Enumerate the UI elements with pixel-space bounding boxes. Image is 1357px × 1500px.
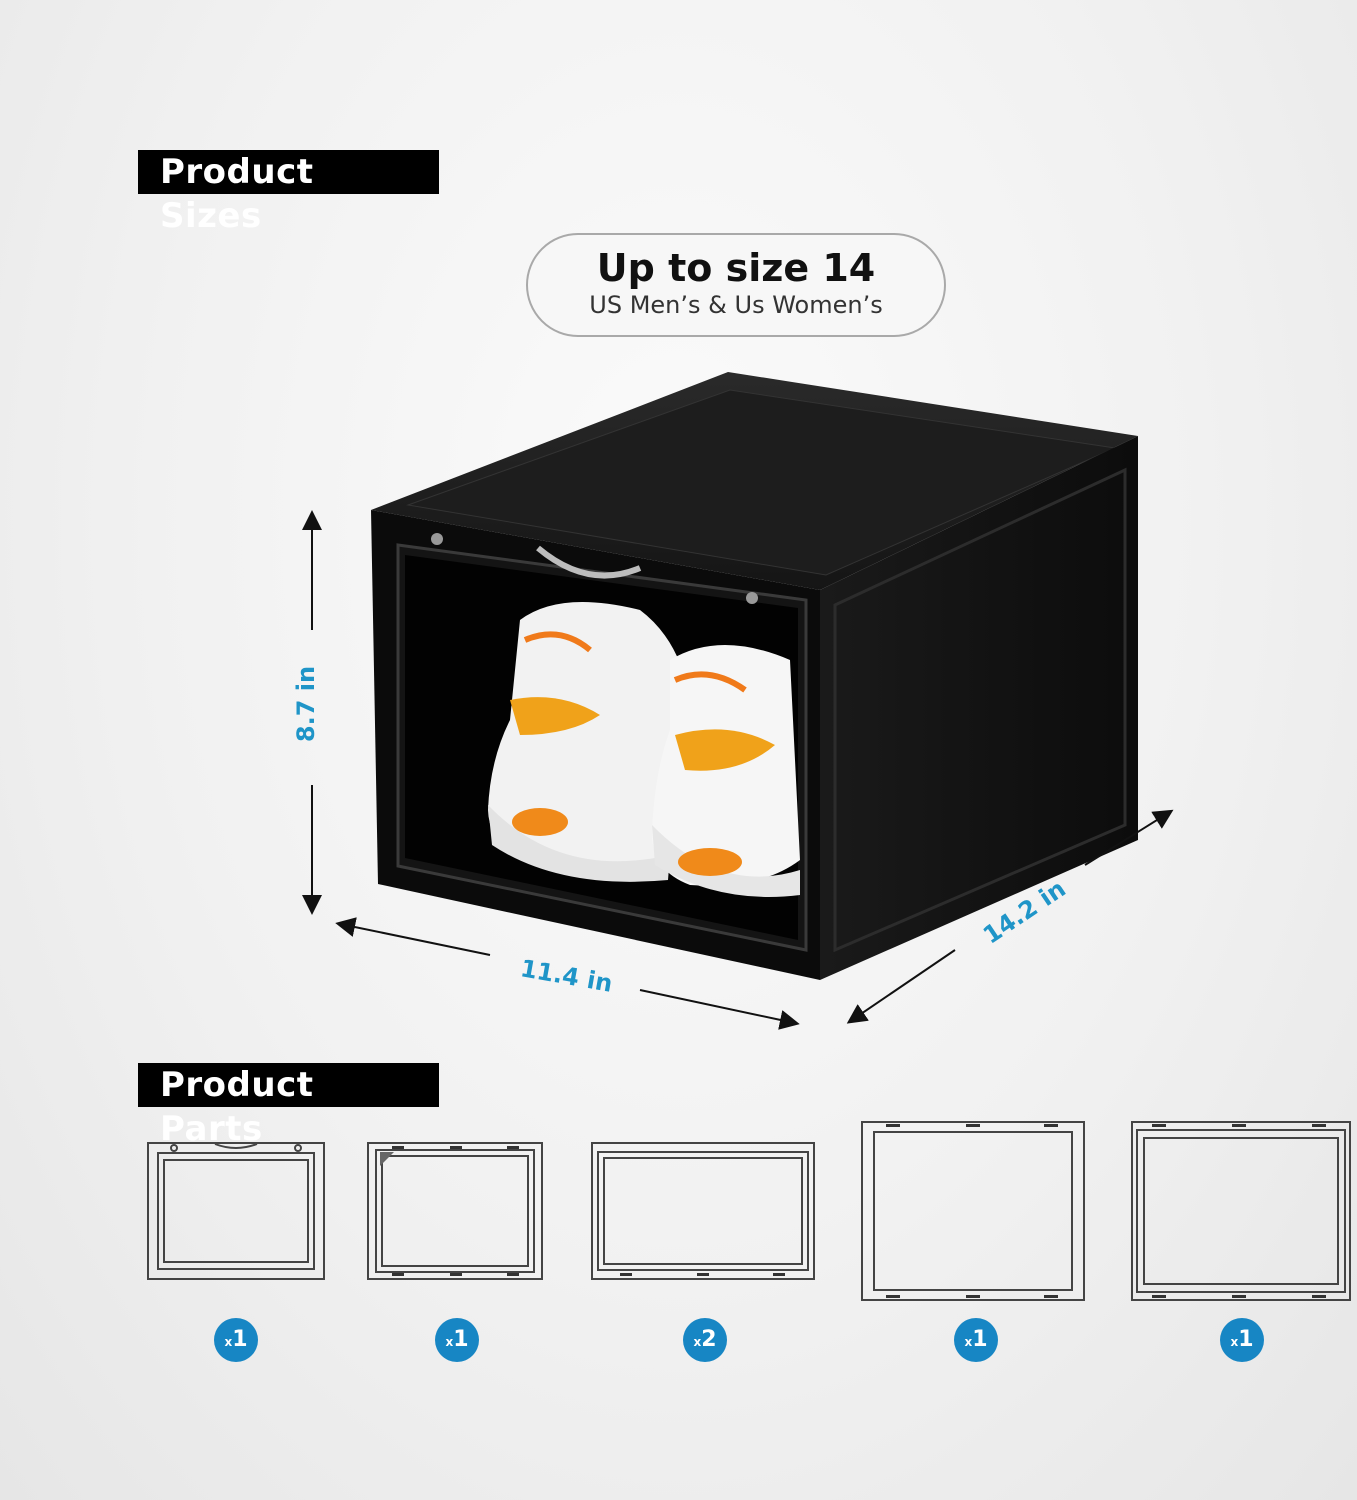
- part-2-quantity-badge: x1: [435, 1318, 479, 1362]
- parts-clips: [392, 1124, 1326, 1298]
- height-label: 8.7 in: [292, 665, 321, 743]
- part-1-quantity-badge: x1: [214, 1318, 258, 1362]
- capacity-headline: Up to size 14: [596, 246, 876, 290]
- depth-arrow-bottom: [846, 949, 956, 1024]
- door-handle: [536, 545, 642, 579]
- product-sizes-heading: Product Sizes: [138, 150, 439, 236]
- width-arrow-left: [335, 917, 491, 956]
- box-side: [820, 436, 1138, 980]
- depth-arrow-top: [1084, 809, 1174, 866]
- capacity-pill: Up to size 14 US Men’s & Us Women’s: [526, 233, 946, 337]
- width-arrow-right: [639, 989, 800, 1030]
- part-3-quantity-badge: x2: [683, 1318, 727, 1362]
- part-4-quantity-badge: x1: [954, 1318, 998, 1362]
- product-parts-heading: Product Parts: [138, 1063, 439, 1149]
- sneakers: [488, 602, 800, 897]
- parts-drawings: [147, 1121, 1351, 1301]
- part-5-quantity-badge: x1: [1220, 1318, 1264, 1362]
- capacity-subline: US Men’s & Us Women’s: [589, 291, 883, 319]
